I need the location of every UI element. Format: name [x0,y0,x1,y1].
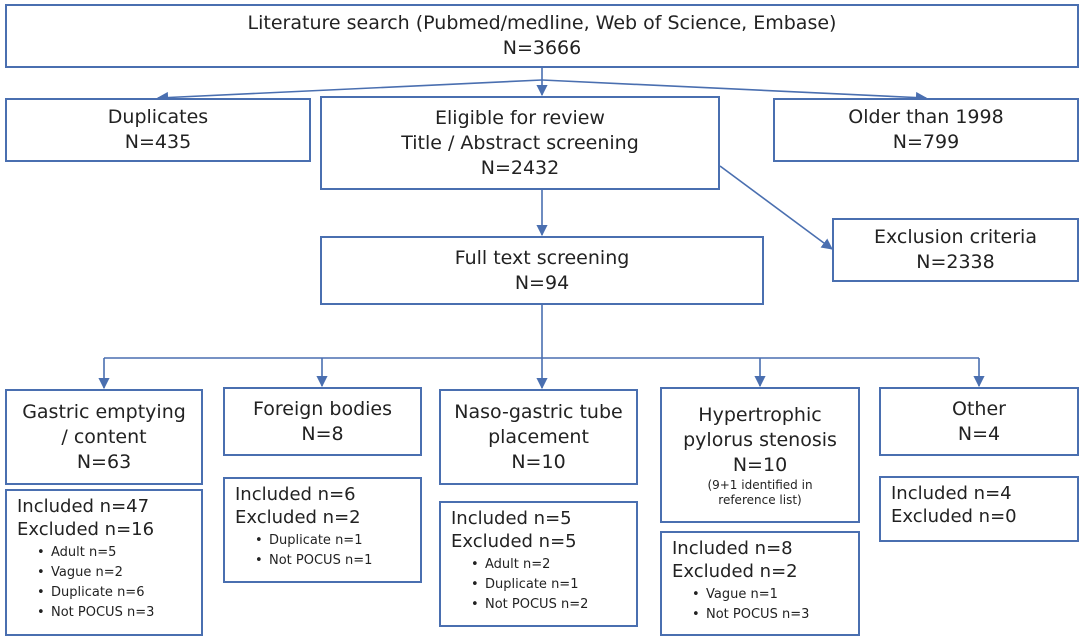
category-foreign-box: Foreign bodies N=8 [223,387,422,456]
detail-nasogastric-included: Included n=5 [451,508,572,529]
list-item: Duplicate n=1 [255,531,414,551]
older-box: Older than 1998 N=799 [773,98,1079,162]
category-gastric-box: Gastric emptying / content N=63 [5,389,203,485]
category-foreign-count: N=8 [301,422,344,445]
category-nasogastric-box: Naso-gastric tube placement N=10 [439,389,638,485]
category-gastric-line1: Gastric emptying [22,400,186,423]
detail-foreign-reasons: Duplicate n=1 Not POCUS n=1 [235,531,414,571]
detail-other-box: Included n=4 Excluded n=0 [879,476,1079,542]
category-hypertrophic-count: N=10 [732,453,788,476]
detail-hypertrophic-box: Included n=8 Excluded n=2 Vague n=1 Not … [660,531,860,636]
category-foreign-line1: Foreign bodies [253,397,392,420]
detail-gastric-excluded: Excluded n=16 [17,519,155,540]
eligible-line1: Eligible for review [435,106,605,129]
list-item: Adult n=2 [471,555,630,575]
arrow-eligible-to-exclusion [719,165,833,250]
older-count: N=799 [892,131,960,153]
category-gastric-count: N=63 [76,450,132,473]
exclusion-box: Exclusion criteria N=2338 [832,218,1079,282]
detail-hypertrophic-included: Included n=8 [672,538,793,559]
list-item: Not POCUS n=3 [37,603,195,623]
category-nasogastric-line2: placement [488,425,589,448]
detail-foreign-box: Included n=6 Excluded n=2 Duplicate n=1 … [223,477,422,583]
category-hypertrophic-line2: pylorus stenosis [683,428,837,451]
detail-nasogastric-box: Included n=5 Excluded n=5 Adult n=2 Dupl… [439,501,638,627]
detail-other-included: Included n=4 [891,483,1012,504]
detail-nasogastric-excluded: Excluded n=5 [451,531,577,552]
category-hypertrophic-line1: Hypertrophic [698,403,822,426]
duplicates-count: N=435 [124,131,192,153]
fulltext-label: Full text screening [454,246,630,269]
list-item: Adult n=5 [37,543,195,563]
category-gastric-line2: / content [61,425,147,448]
detail-nasogastric-reasons: Adult n=2 Duplicate n=1 Not POCUS n=2 [451,555,630,615]
category-nasogastric-line1: Naso-gastric tube [454,400,623,423]
literature-search-box: Literature search (Pubmed/medline, Web o… [5,4,1079,68]
category-hypertrophic-box: Hypertrophic pylorus stenosis N=10 (9+1 … [660,387,860,523]
duplicates-label: Duplicates [107,106,209,128]
eligible-count: N=2432 [480,156,560,179]
category-hypertrophic-note2: reference list) [718,492,802,507]
fulltext-box: Full text screening N=94 [320,236,764,305]
category-other-box: Other N=4 [879,387,1079,456]
detail-foreign-excluded: Excluded n=2 [235,507,361,528]
eligible-line2: Title / Abstract screening [401,131,639,154]
fulltext-count: N=94 [514,271,570,294]
detail-gastric-reasons: Adult n=5 Vague n=2 Duplicate n=6 Not PO… [17,543,195,623]
literature-search-label: Literature search (Pubmed/medline, Web o… [247,12,837,34]
category-other-line1: Other [952,397,1006,420]
arrow-literature-to-older [541,79,928,104]
category-nasogastric-count: N=10 [511,450,566,473]
detail-foreign-included: Included n=6 [235,484,356,505]
detail-hypertrophic-excluded: Excluded n=2 [672,561,798,582]
exclusion-label: Exclusion criteria [874,226,1037,248]
list-item: Vague n=2 [37,563,195,583]
list-item: Duplicate n=1 [471,575,630,595]
eligible-box: Eligible for review Title / Abstract scr… [320,96,720,190]
list-item: Duplicate n=6 [37,583,195,603]
list-item: Not POCUS n=3 [692,605,852,625]
literature-search-count: N=3666 [502,37,582,59]
list-item: Vague n=1 [692,585,852,605]
detail-hypertrophic-reasons: Vague n=1 Not POCUS n=3 [672,585,852,625]
arrow-literature-to-duplicates [156,79,543,104]
exclusion-count: N=2338 [916,251,995,273]
duplicates-box: Duplicates N=435 [5,98,311,162]
detail-gastric-box: Included n=47 Excluded n=16 Adult n=5 Va… [5,489,203,636]
list-item: Not POCUS n=1 [255,551,414,571]
category-hypertrophic-note1: (9+1 identified in [707,477,813,492]
detail-gastric-included: Included n=47 [17,496,150,517]
older-label: Older than 1998 [848,106,1004,128]
detail-other-excluded: Excluded n=0 [891,506,1017,527]
list-item: Not POCUS n=2 [471,595,630,615]
category-other-count: N=4 [957,422,1001,445]
